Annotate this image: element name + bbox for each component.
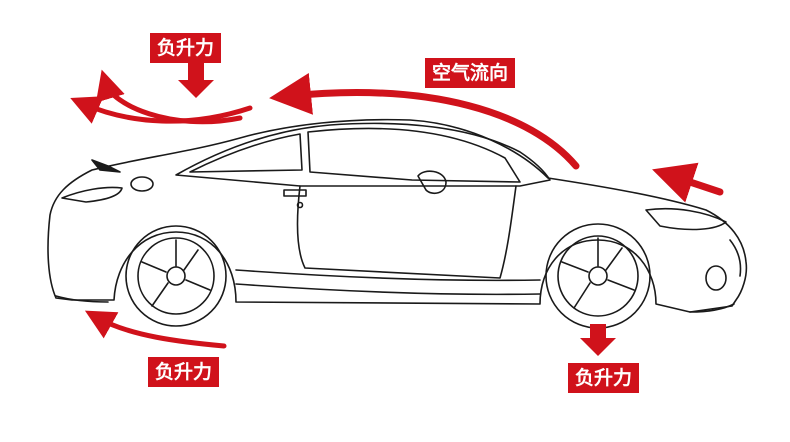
door-line [296, 185, 517, 279]
headlamp [645, 207, 727, 231]
airflow-arrows [70, 69, 724, 349]
rear-spoiler [91, 159, 121, 173]
rear-window [189, 133, 303, 173]
downforce-label-bottom-right: 负升力 [568, 363, 640, 393]
downforce-arrow-top [178, 62, 214, 98]
side-sill [235, 269, 541, 282]
roof-airflow-arrow [269, 73, 580, 170]
rear-airflow-arrow-2 [95, 69, 243, 125]
underbody-airflow-arrow [84, 310, 227, 349]
fog-lamp [705, 265, 727, 291]
side-window [307, 127, 521, 183]
front-wheel [545, 223, 651, 329]
side-mirror [417, 170, 447, 195]
downforce-arrows [178, 62, 616, 356]
airflow-label: 空气流向 [425, 58, 516, 88]
tail-lamp [61, 186, 123, 203]
window-frame [175, 122, 551, 187]
door-handle [283, 189, 307, 197]
front-airflow-arrow [652, 162, 724, 203]
downforce-label-top: 负升力 [150, 33, 222, 63]
rear-wheel [125, 225, 227, 327]
downforce-arrow-front [580, 324, 616, 356]
rear-airflow-arrow-1 [70, 96, 253, 124]
car-body [47, 118, 748, 313]
car-outline [47, 118, 748, 329]
downforce-label-bottom-left: 负升力 [148, 357, 220, 387]
